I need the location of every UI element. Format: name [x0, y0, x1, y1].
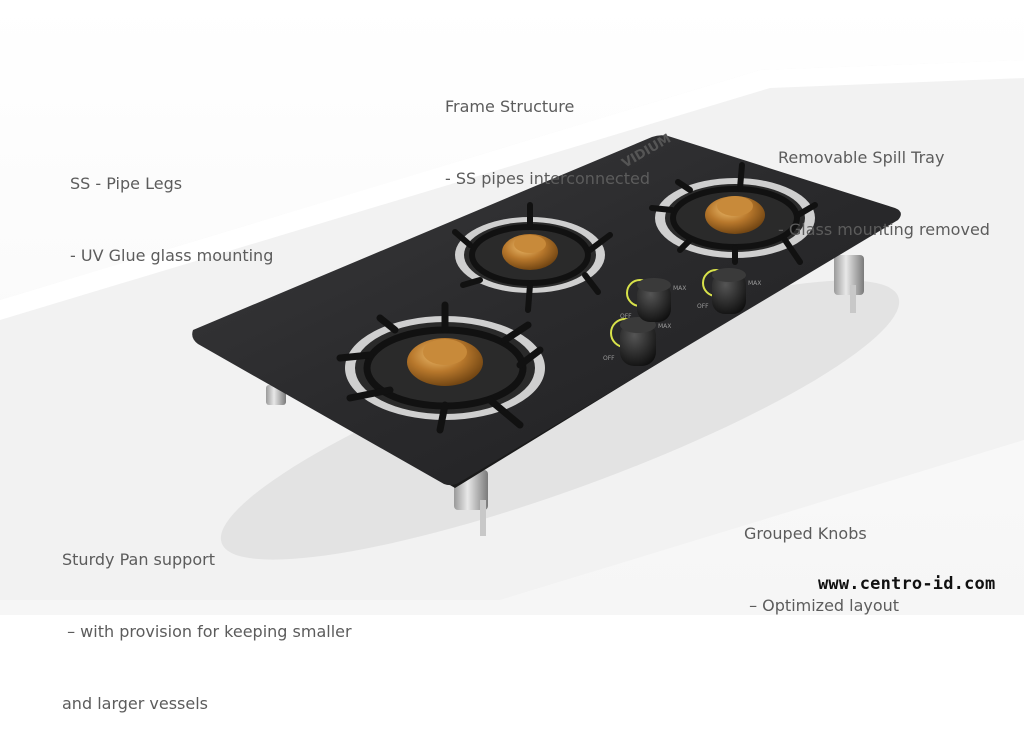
caption-pan-detail-1: – with provision for keeping smaller	[62, 622, 352, 641]
caption-pipe-legs-detail: - UV Glue glass mounting	[70, 246, 274, 265]
pan-support-back-middle	[452, 202, 613, 313]
grouped-knobs: OFF MAX OFF MAX OFF MAX	[603, 268, 761, 366]
burner-back-middle	[452, 202, 613, 313]
caption-knobs-detail: – Optimized layout	[744, 596, 900, 615]
caption-pan-title: Sturdy Pan support	[62, 550, 215, 569]
pan-support-back-right	[649, 162, 818, 265]
knob-right[interactable]: OFF MAX	[697, 268, 761, 314]
caption-spill-tray: Removable Spill Tray - Glass mounting re…	[778, 98, 990, 266]
burner-front-left	[336, 301, 545, 434]
caption-pipe-legs-title: SS - Pipe Legs	[70, 174, 183, 193]
caption-pipe-legs: SS - Pipe Legs - UV Glue glass mounting	[70, 124, 273, 292]
hob-render: VIDIUM	[0, 0, 1024, 615]
caption-spill-title: Removable Spill Tray	[778, 148, 945, 167]
burner-back-right	[649, 162, 818, 265]
caption-frame-structure: Frame Structure - SS pipes interconnecte…	[445, 47, 650, 215]
knob-middle-max-label: MAX	[673, 285, 686, 292]
caption-knobs-title: Grouped Knobs	[744, 524, 867, 543]
caption-pan-detail-2: and larger vessels	[62, 694, 209, 713]
caption-frame-title: Frame Structure	[445, 97, 575, 116]
pan-support-front-left	[336, 301, 544, 434]
caption-frame-detail: - SS pipes interconnected	[445, 169, 650, 188]
caption-pan-support: Sturdy Pan support – with provision for …	[62, 500, 352, 740]
caption-spill-detail: - Glass mounting removed	[778, 220, 990, 239]
knob-middle-off-label: OFF	[620, 313, 632, 320]
knob-right-off-label: OFF	[697, 303, 709, 310]
caption-grouped-knobs: Grouped Knobs – Optimized layout	[744, 474, 899, 642]
website-url: www.centro-id.com	[818, 574, 996, 594]
knob-middle[interactable]: OFF MAX	[620, 278, 686, 322]
knob-left-max-label: MAX	[658, 323, 671, 330]
knob-right-max-label: MAX	[748, 280, 761, 287]
knob-left-off-label: OFF	[603, 355, 615, 362]
